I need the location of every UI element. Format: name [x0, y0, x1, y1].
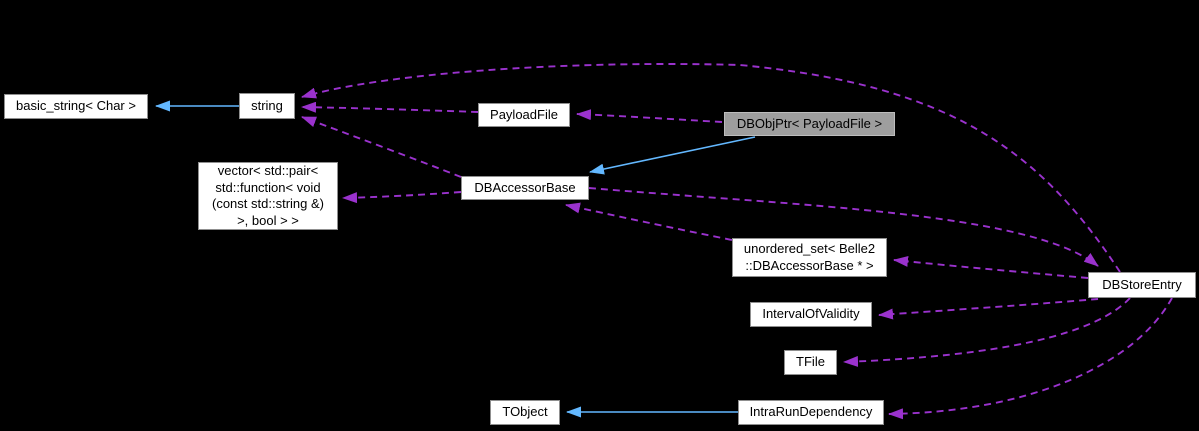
- edge-payloadfile-to-string: [301, 101, 479, 113]
- edge-dbstoreentry-to-unorderedset: [893, 255, 1089, 279]
- edge-dbobjptr-to-payloadfile: [576, 109, 723, 123]
- node-dbobjptr-payloadfile-current: DBObjPtr< PayloadFile >: [724, 112, 895, 136]
- edge-dbaccessorbase-to-dbstoreentry: [588, 187, 1099, 267]
- edge-group: [155, 63, 1173, 420]
- node-tobject[interactable]: TObject: [490, 400, 560, 425]
- node-basic-string[interactable]: basic_string< Char >: [4, 94, 148, 119]
- node-string[interactable]: string: [239, 93, 295, 119]
- edge-dbaccessorbase-to-string: [301, 116, 462, 178]
- edge-dbaccessorbase-to-vector: [342, 191, 462, 204]
- node-dbstoreentry[interactable]: DBStoreEntry: [1088, 272, 1196, 298]
- edge-dbobjptr-to-dbaccessorbase: [589, 136, 756, 175]
- edge-dbstoreentry-to-intrarundependency: [888, 297, 1173, 420]
- edge-unorderedset-to-dbaccessorbase: [565, 202, 733, 241]
- node-tfile[interactable]: TFile: [784, 350, 837, 375]
- node-vector-pair-function[interactable]: vector< std::pair< std::function< void (…: [198, 162, 338, 230]
- node-payloadfile[interactable]: PayloadFile: [478, 103, 570, 127]
- edge-dbstoreentry-to-intervalofvalidity: [878, 298, 1099, 320]
- node-unordered-set-dbaccessorbase[interactable]: unordered_set< Belle2 ::DBAccessorBase *…: [732, 238, 887, 277]
- edge-dbstoreentry-to-tfile: [843, 297, 1131, 367]
- node-intrarundependency[interactable]: IntraRunDependency: [738, 400, 884, 425]
- edge-dbstoreentry-to-string: [301, 63, 1121, 273]
- node-intervalofvalidity[interactable]: IntervalOfValidity: [750, 302, 872, 327]
- node-dbaccessorbase[interactable]: DBAccessorBase: [461, 176, 589, 200]
